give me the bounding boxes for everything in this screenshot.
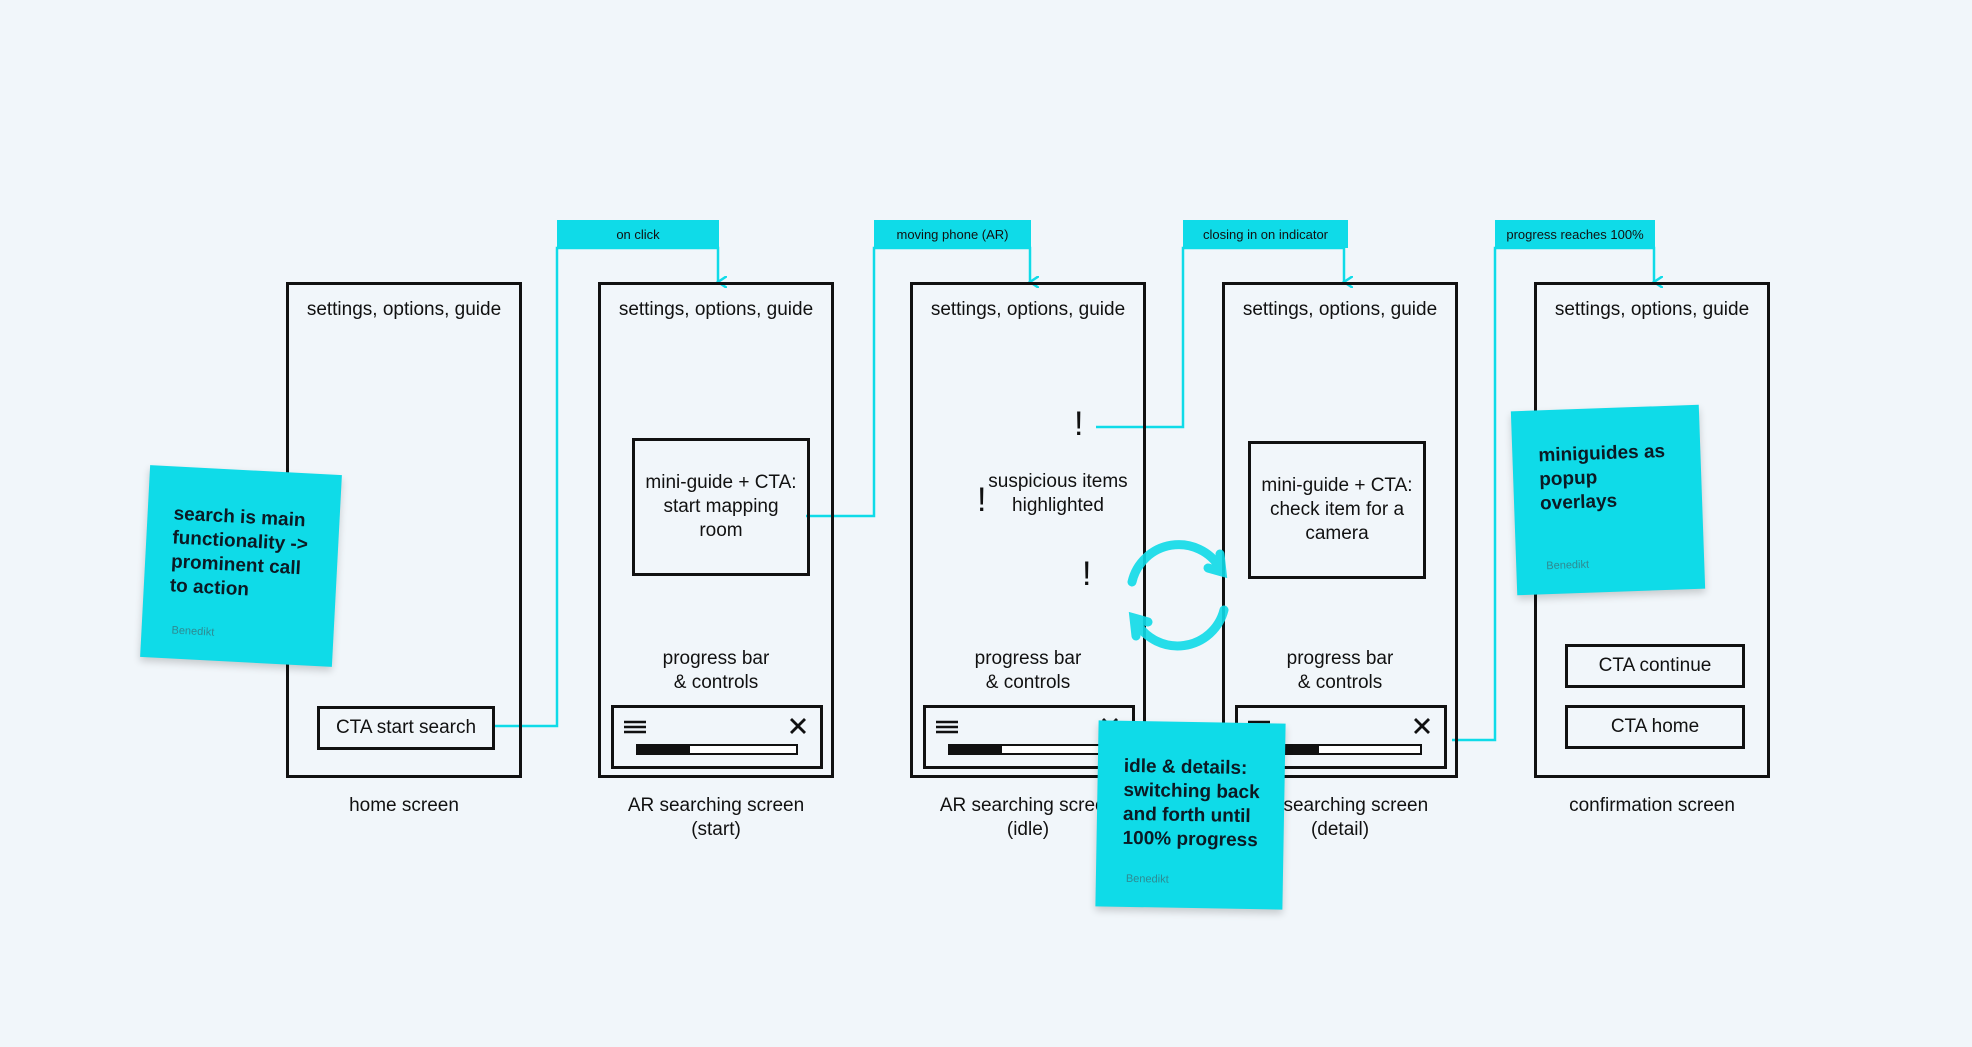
- sticky-note-miniguides: miniguides as popup overlays Benedikt: [1510, 404, 1706, 596]
- screen-label-home: home screen: [286, 794, 522, 818]
- screen-label-line: home screen: [349, 795, 459, 816]
- progress-bar: [636, 744, 798, 755]
- guide-line: camera: [1305, 523, 1369, 544]
- cta-continue-button[interactable]: CTA continue: [1565, 644, 1745, 688]
- sticky-note-idle-details: idle & details: switching back and forth…: [1095, 720, 1286, 910]
- frame-header-text: settings, options, guide: [1242, 299, 1438, 320]
- cta-label: CTA continue: [1598, 655, 1712, 676]
- progress-bar-fill: [1262, 746, 1319, 753]
- progress-bar: [948, 744, 1110, 755]
- close-icon[interactable]: [788, 716, 808, 736]
- guide-line: room: [699, 520, 743, 541]
- caption-line: progress bar: [662, 648, 770, 669]
- cta-home-button[interactable]: CTA home: [1565, 705, 1745, 749]
- mini-guide-box: mini-guide + CTA: start mapping room: [632, 438, 810, 576]
- refresh-cycle-icon: [1127, 540, 1229, 651]
- screen-label-ar-idle: AR searching screen (idle): [910, 794, 1146, 842]
- connector-home-to-start: [494, 246, 718, 728]
- note-author: Benedikt: [1546, 558, 1590, 573]
- frame-header-text: settings, options, guide: [306, 299, 502, 320]
- transition-label-closing-in: closing in on indicator: [1183, 220, 1348, 248]
- hamburger-menu-icon[interactable]: [936, 720, 958, 734]
- note-line: miniguides as: [1538, 440, 1666, 467]
- indicator-marker[interactable]: !: [977, 481, 987, 519]
- screen-label-line: confirmation screen: [1569, 795, 1735, 816]
- note-line: 100% progress: [1122, 827, 1258, 852]
- caption-line: & controls: [1297, 672, 1383, 693]
- progress-controls-caption: progress bar & controls: [913, 647, 1143, 695]
- close-icon[interactable]: [1412, 716, 1432, 736]
- note-line: and forth until: [1122, 803, 1251, 828]
- cta-start-search-button[interactable]: CTA start search: [317, 706, 495, 750]
- indicator-marker[interactable]: !: [1074, 405, 1084, 443]
- cta-label: CTA start search: [335, 717, 477, 738]
- ar-start-screen-frame: settings, options, guide mini-guide + CT…: [598, 282, 834, 778]
- guide-line: mini-guide + CTA:: [1261, 475, 1413, 496]
- screen-label-confirmation: confirmation screen: [1534, 794, 1770, 818]
- note-line: switching back: [1123, 779, 1260, 804]
- progress-controls-caption: progress bar & controls: [601, 647, 831, 695]
- screen-label-line: AR searching screen: [627, 795, 805, 816]
- screen-label-line: (start): [691, 819, 741, 840]
- indicator-marker[interactable]: !: [1082, 555, 1092, 593]
- screen-label-line: AR searching screen: [1251, 795, 1429, 816]
- ar-idle-screen-frame: settings, options, guide ! ! ! suspiciou…: [910, 282, 1146, 778]
- transition-label-progress-100: progress reaches 100%: [1495, 220, 1655, 248]
- ar-detail-screen-frame: settings, options, guide mini-guide + CT…: [1222, 282, 1458, 778]
- caption-line: progress bar: [974, 648, 1082, 669]
- frame-header-text: settings, options, guide: [618, 299, 814, 320]
- caption-line: suspicious items: [988, 471, 1128, 492]
- transition-label-moving-phone: moving phone (AR): [874, 220, 1031, 248]
- hamburger-menu-icon[interactable]: [624, 720, 646, 734]
- sticky-note-search: search is main functionality -> prominen…: [140, 465, 342, 667]
- note-text: miniguides as popup overlays: [1538, 440, 1678, 517]
- guide-line: start mapping: [663, 496, 779, 517]
- note-line: popup overlays: [1538, 467, 1618, 515]
- screen-label-line: (detail): [1310, 819, 1370, 840]
- note-text: search is main functionality -> prominen…: [169, 502, 316, 605]
- suspicious-items-caption: suspicious items highlighted: [963, 470, 1153, 518]
- connector-start-to-idle: [806, 246, 1030, 518]
- note-line: idle & details:: [1123, 755, 1248, 779]
- caption-line: progress bar: [1286, 648, 1394, 669]
- note-author: Benedikt: [1125, 872, 1169, 886]
- transition-label-on-click: on click: [557, 220, 719, 248]
- frame-header-text: settings, options, guide: [930, 299, 1126, 320]
- progress-controls-caption: progress bar & controls: [1225, 647, 1455, 695]
- guide-line: check item for a: [1269, 499, 1405, 520]
- screen-label-ar-detail: AR searching screen (detail): [1222, 794, 1458, 842]
- progress-bar-fill: [638, 746, 691, 753]
- screen-label-line: (idle): [1006, 819, 1050, 840]
- caption-line: & controls: [673, 672, 759, 693]
- mini-guide-box: mini-guide + CTA: check item for a camer…: [1248, 441, 1426, 579]
- note-text: idle & details: switching back and forth…: [1122, 755, 1261, 853]
- frame-header-text: settings, options, guide: [1554, 299, 1750, 320]
- caption-line: & controls: [985, 672, 1071, 693]
- progress-bar-fill: [950, 746, 1003, 753]
- guide-line: mini-guide + CTA:: [645, 472, 797, 493]
- connector-detail-to-confirm: [1452, 246, 1654, 742]
- caption-line: highlighted: [1012, 495, 1104, 516]
- screen-label-line: AR searching screen: [939, 795, 1117, 816]
- note-author: Benedikt: [171, 624, 215, 639]
- connector-idle-to-detail: [1096, 246, 1344, 429]
- progress-controls-panel: [611, 705, 823, 769]
- screen-label-ar-start: AR searching screen (start): [598, 794, 834, 842]
- cta-label: CTA home: [1610, 716, 1700, 737]
